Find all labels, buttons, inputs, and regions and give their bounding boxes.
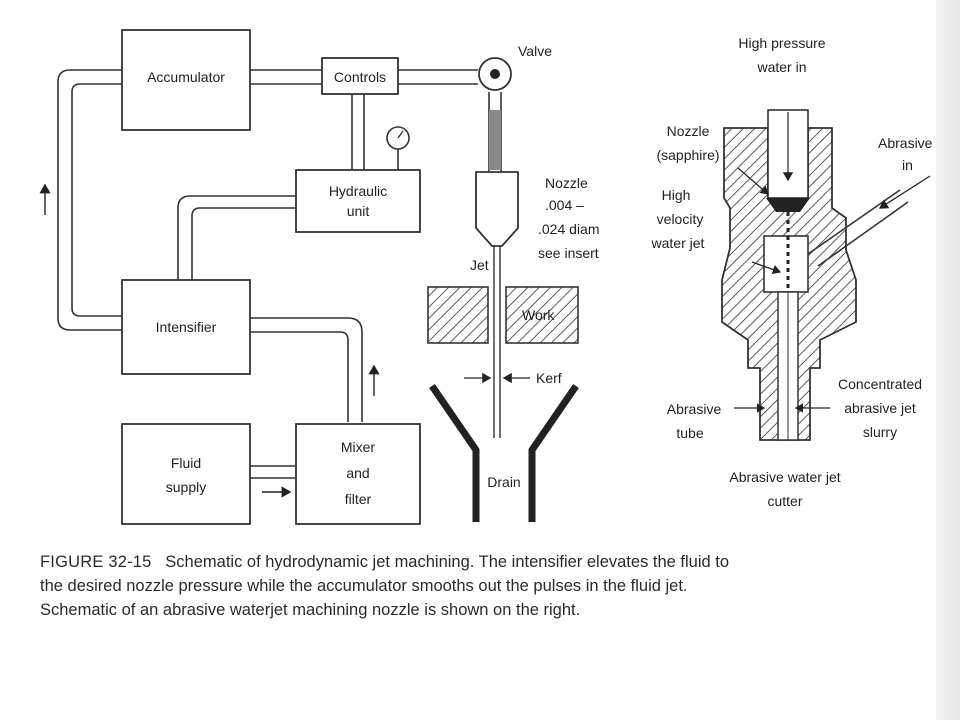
fluid-supply-label-2: supply <box>166 479 206 495</box>
nozzle-label-1: Nozzle <box>545 175 588 191</box>
cutter-title-1: Abrasive water jet <box>729 469 840 485</box>
abrasive-cutter-drawing <box>721 109 931 441</box>
abrasive-tube-label-2: tube <box>676 425 703 441</box>
component-boxes <box>121 29 421 525</box>
abrasive-tube-label-1: Abrasive <box>667 401 722 417</box>
flow-arrows <box>39 183 380 498</box>
jet-stream <box>493 246 501 438</box>
nozzle-label-3: .024 diam <box>538 221 599 237</box>
hydraulic-unit-label-1: Hydraulic <box>329 183 387 199</box>
abrasive-in-label-1: Abrasive <box>878 135 933 151</box>
concentrated-label-3: slurry <box>863 424 897 440</box>
valve-icon <box>478 57 512 91</box>
concentrated-label-1: Concentrated <box>838 376 922 392</box>
piping <box>57 69 502 479</box>
mixer-label-1: Mixer <box>341 439 376 455</box>
mixer-label-3: filter <box>345 491 372 507</box>
figure-number: FIGURE 32-15 <box>40 553 152 571</box>
intensifier-label: Intensifier <box>156 319 217 335</box>
fluid-supply-label-1: Fluid <box>171 455 201 471</box>
cutter-title-2: cutter <box>767 493 802 509</box>
mixer-label-2: and <box>346 465 369 481</box>
scan-edge-shade <box>936 0 960 720</box>
left-labels: Accumulator Controls Valve Hydraulic uni… <box>147 43 599 507</box>
high-pressure-label-2: water in <box>756 59 806 75</box>
nozzle-sapphire-label-1: Nozzle <box>667 123 710 139</box>
mixer-filter-box <box>295 423 421 525</box>
nozzle-icon <box>475 171 519 247</box>
controls-label: Controls <box>334 69 386 85</box>
high-velocity-label-1: High <box>662 187 691 203</box>
controls-box <box>321 57 399 95</box>
nozzle-label-4: see insert <box>538 245 599 261</box>
accumulator-label: Accumulator <box>147 69 225 85</box>
high-pressure-label-1: High pressure <box>738 35 825 51</box>
workpiece <box>427 286 579 344</box>
concentrated-label-2: abrasive jet <box>844 400 916 416</box>
fluid-supply-box <box>121 423 251 525</box>
hydraulic-unit-box <box>295 169 421 233</box>
valve-label: Valve <box>518 43 552 59</box>
nozzle-sapphire-label-2: (sapphire) <box>656 147 719 163</box>
abrasive-in-label-2: in <box>902 157 913 173</box>
right-labels: High pressure water in Nozzle (sapphire)… <box>651 35 933 509</box>
intensifier-box <box>121 279 251 375</box>
figure-caption-text: Schematic of hydrodynamic jet machining.… <box>40 553 730 619</box>
kerf-label: Kerf <box>536 370 562 386</box>
hydraulic-unit-label-2: unit <box>347 203 370 219</box>
work-label: Work <box>522 307 555 323</box>
nozzle-label-2: .004 – <box>545 197 584 213</box>
accumulator-box <box>121 29 251 131</box>
high-velocity-label-3: water jet <box>651 235 705 251</box>
drain-funnel <box>429 384 579 522</box>
drain-label: Drain <box>487 474 520 490</box>
figure-caption: FIGURE 32-15 Schematic of hydrodynamic j… <box>40 550 730 622</box>
jet-label: Jet <box>470 257 489 273</box>
pressure-gauge-icon <box>386 126 410 150</box>
high-velocity-label-2: velocity <box>657 211 704 227</box>
